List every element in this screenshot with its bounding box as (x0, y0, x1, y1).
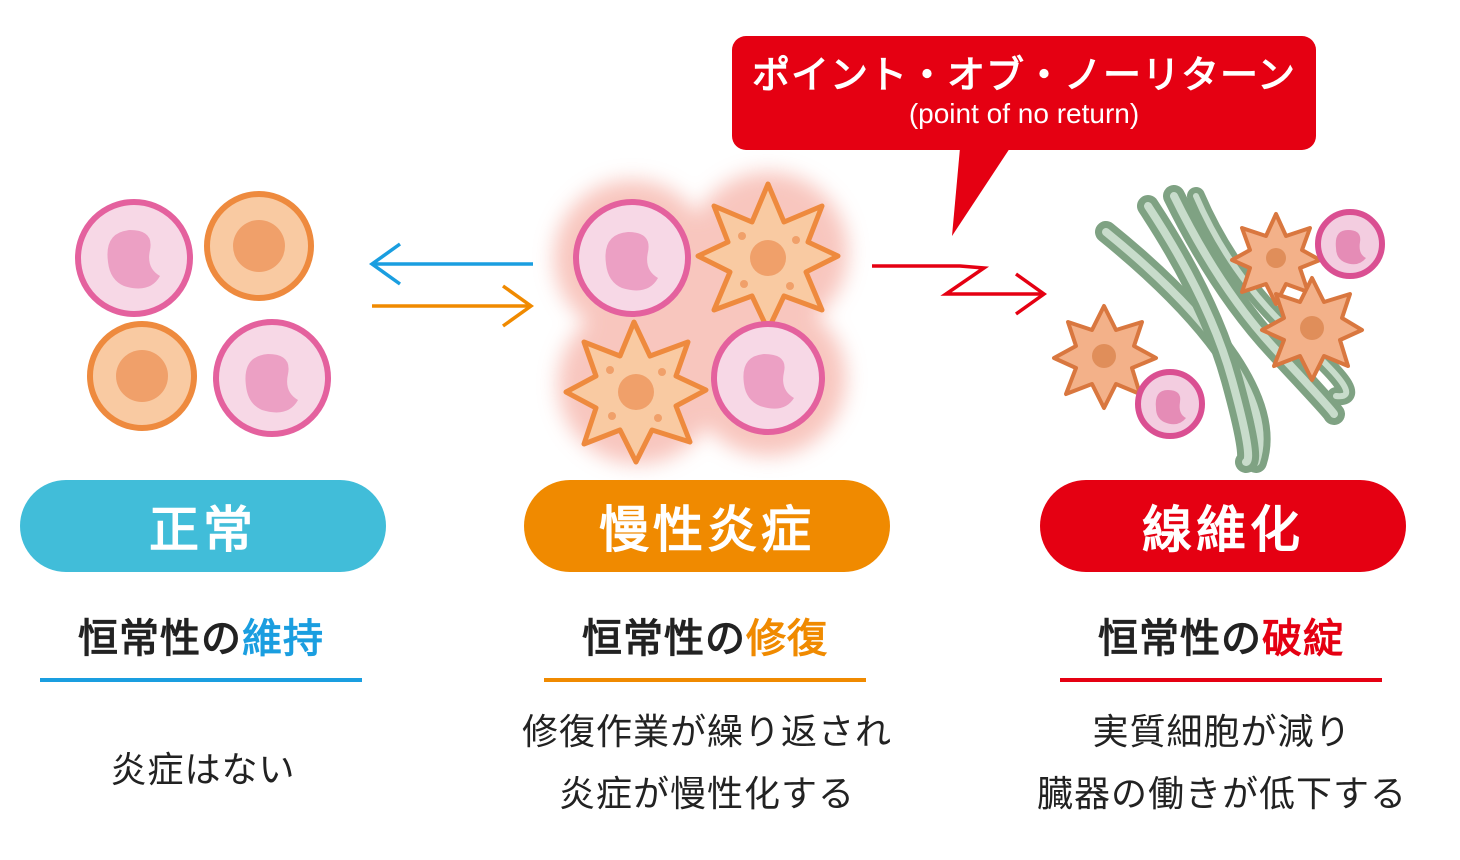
callout-bubble (732, 36, 1316, 236)
orange-cell (87, 321, 197, 431)
stage-inflammation-subtitle: 恒常性の修復 (544, 606, 866, 676)
stage-normal-subtitle: 恒常性の維持 (40, 606, 362, 676)
fiber-bundle (1095, 185, 1356, 473)
inflammation-cluster (554, 172, 848, 465)
description-line: 炎症はない (110, 750, 296, 791)
subtitle-prefix: 恒常性の (1098, 616, 1262, 662)
callout-title: ポイント・オブ・ノーリターン (751, 53, 1297, 97)
macrophage-cell (695, 181, 841, 333)
stage-fibrosis-description: 実質細胞が減り 臓器の働きが低下する (990, 702, 1454, 826)
fibrosis-cluster (1052, 185, 1385, 473)
subtitle-emphasis: 破綻 (1262, 616, 1344, 662)
pink-cell (213, 319, 331, 437)
arrow-back-icon (368, 242, 533, 286)
normal-cells (75, 191, 331, 437)
pink-cell (711, 321, 825, 435)
pink-cell (75, 199, 193, 317)
description-line: 修復作業が繰り返され (521, 712, 892, 753)
description-line: 実質細胞が減り (1092, 712, 1352, 753)
orange-cell (204, 191, 314, 301)
subtitle-emphasis: 維持 (242, 616, 324, 662)
description-line: 臓器の働きが低下する (1036, 774, 1407, 815)
pink-cell (1315, 209, 1385, 279)
macrophage-cell (1230, 212, 1322, 306)
stage-inflammation-label: 慢性炎症 (524, 480, 890, 572)
macrophage-cell (563, 319, 709, 465)
reversible-arrows (368, 242, 535, 328)
callout-subtitle: (point of no return) (908, 98, 1140, 129)
subtitle-prefix: 恒常性の (582, 616, 746, 662)
stage-fibrosis-subtitle: 恒常性の破綻 (1060, 606, 1382, 676)
pink-cell (573, 199, 691, 317)
subtitle-emphasis: 修復 (746, 616, 828, 662)
irreversible-arrow-icon (872, 264, 1048, 316)
stage-normal-description: 炎症はない (20, 740, 386, 802)
stage-inflammation-description: 修復作業が繰り返され 炎症が慢性化する (470, 702, 944, 826)
arrow-forward-icon (372, 284, 535, 328)
pink-cell (1135, 369, 1205, 439)
macrophage-cell (1052, 304, 1158, 410)
macrophage-cell (1260, 276, 1364, 382)
stage-fibrosis-label: 線維化 (1040, 480, 1406, 572)
subtitle-prefix: 恒常性の (78, 616, 242, 662)
description-line: 炎症が慢性化する (558, 774, 855, 815)
stage-normal-label: 正常 (20, 480, 386, 572)
